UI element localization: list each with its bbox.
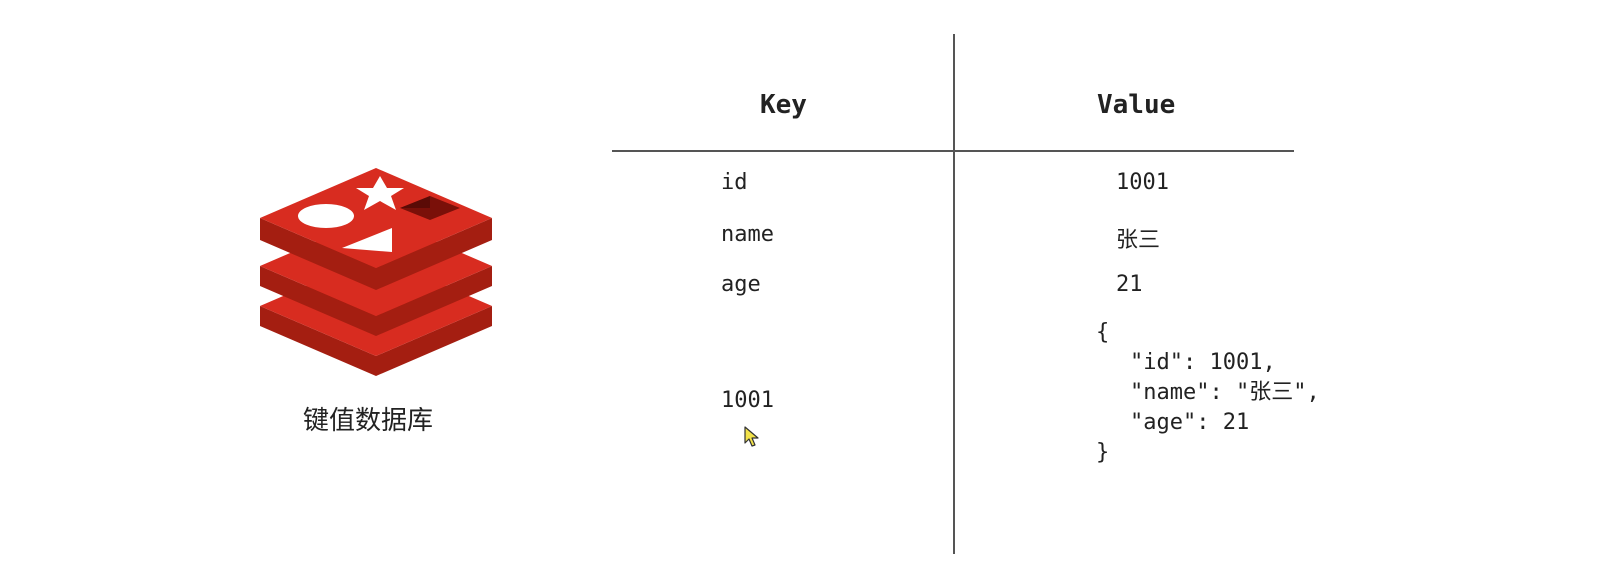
logo-caption: 键值数据库 <box>302 406 433 436</box>
row-key-id: id <box>721 170 748 195</box>
json-close-brace: } <box>1096 440 1110 465</box>
column-divider <box>953 34 955 554</box>
json-line-name: "name": "张三", <box>1130 380 1320 405</box>
row-value-json: { "id": 1001, "name": "张三", "age": 21 } <box>1096 318 1320 468</box>
json-line-id: "id": 1001, <box>1130 350 1276 375</box>
key-column-header: Key <box>760 90 807 120</box>
header-divider <box>612 150 1294 152</box>
json-line-age: "age": 21 <box>1130 410 1250 435</box>
redis-logo-icon <box>260 168 492 376</box>
row-value-id: 1001 <box>1116 170 1169 195</box>
row-value-name: 张三 <box>1116 228 1161 253</box>
json-open-brace: { <box>1096 320 1110 345</box>
row-value-age: 21 <box>1116 272 1143 297</box>
value-column-header: Value <box>1097 90 1176 120</box>
mouse-cursor-icon <box>744 426 759 447</box>
row-key-json: 1001 <box>721 388 774 413</box>
row-key-age: age <box>721 272 761 297</box>
row-key-name: name <box>721 222 774 247</box>
